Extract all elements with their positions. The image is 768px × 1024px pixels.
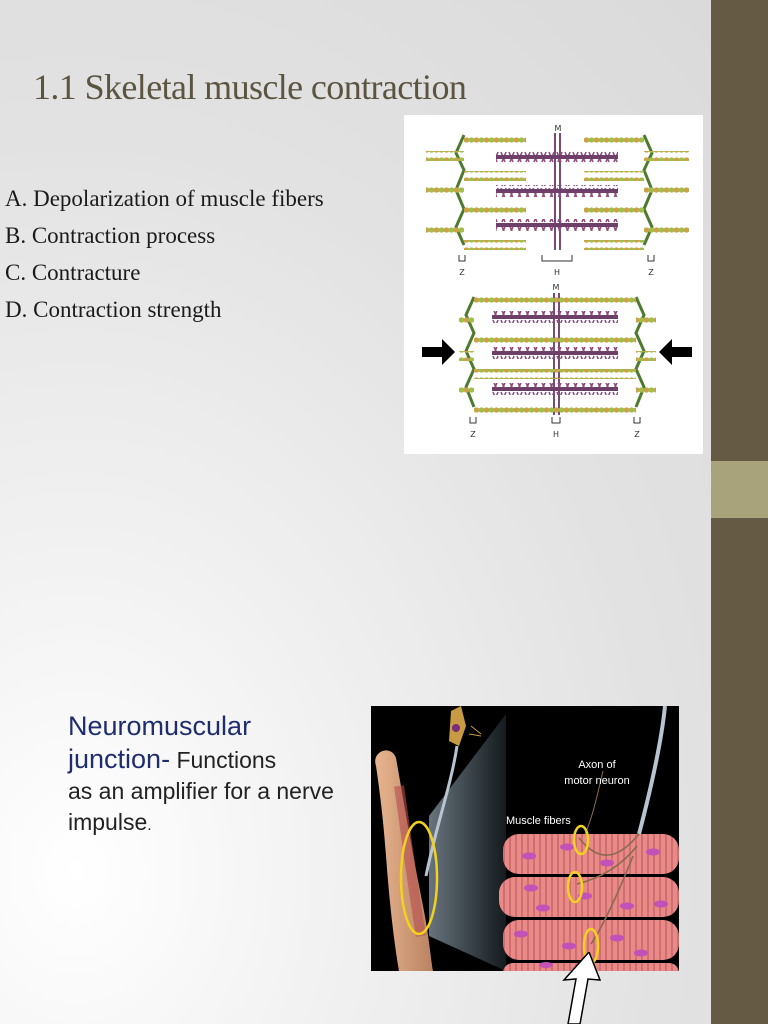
left-push-arrow-icon [422, 339, 455, 365]
nmj-figure: Axon of motor neuron Muscle fibers [371, 706, 679, 971]
svg-text:M: M [553, 283, 560, 292]
nmj-heading-line1: Neuromuscular [68, 711, 252, 741]
fibers-label: Muscle fibers [506, 815, 571, 827]
topic-item-b: B. Contraction process [5, 223, 216, 248]
topic-item-c: C. Contracture [5, 260, 141, 285]
right-push-arrow-icon [659, 339, 692, 365]
relaxed-sarcomere: M [426, 124, 689, 277]
svg-text:Z: Z [470, 430, 476, 439]
svg-text:Z: Z [648, 268, 654, 277]
nmj-heading-line2: junction- [68, 744, 171, 774]
sarcomere-figure: M [404, 115, 703, 454]
svg-text:H: H [553, 430, 559, 439]
svg-text:Z: Z [634, 430, 640, 439]
svg-text:M: M [555, 124, 562, 133]
topic-item-a: A. Depolarization of muscle fibers [5, 186, 324, 211]
svg-text:Z: Z [459, 268, 465, 277]
pointer-arrow-icon [562, 952, 602, 1024]
nmj-description: Neuromuscular junction- Functions as an … [68, 710, 348, 841]
svg-text:H: H [554, 268, 560, 277]
axon-label-line1: Axon of [578, 759, 616, 771]
nmj-text-rest: as an amplifier for a nerve impulse [68, 778, 334, 835]
contracted-sarcomere: M Z Z [422, 283, 692, 439]
axon-label-line2: motor neuron [564, 775, 629, 787]
sidebar-accent-block [711, 461, 768, 518]
nmj-text-inline: Functions [170, 747, 277, 773]
nmj-text-end: . [147, 817, 152, 834]
slide-title: 1.1 Skeletal muscle contraction [33, 67, 467, 107]
topic-item-d: D. Contraction strength [5, 297, 222, 322]
topic-list: A. Depolarization of muscle fibers B. Co… [5, 180, 324, 328]
